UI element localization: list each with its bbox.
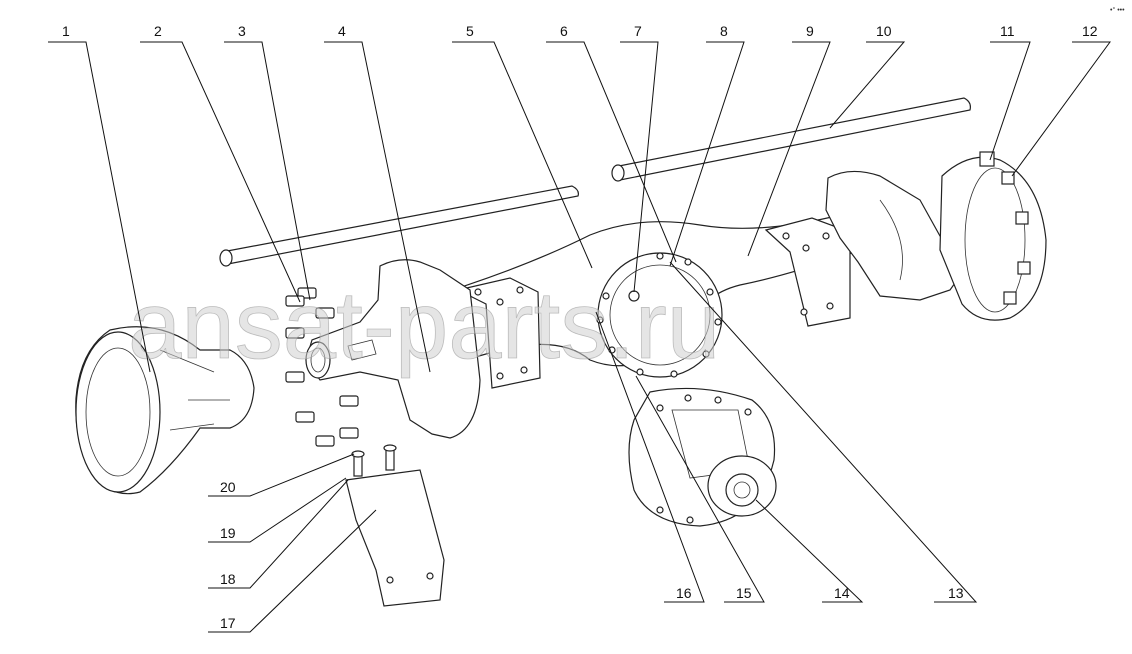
callout-9: 9 <box>806 23 814 39</box>
callout-4: 4 <box>338 23 346 39</box>
callout-18: 18 <box>220 571 236 587</box>
callout-1: 1 <box>62 23 70 39</box>
callout-labels: 1 2 3 4 5 6 7 8 9 10 11 12 20 19 18 17 1… <box>62 23 1098 631</box>
callout-11: 11 <box>1000 23 1015 39</box>
callout-19: 19 <box>220 525 236 541</box>
axle-drawing <box>75 97 1047 607</box>
callout-17: 17 <box>220 615 236 631</box>
left-brake-drum <box>75 326 255 495</box>
axle-shaft-right <box>611 97 971 182</box>
corner-mark: •° ••• <box>1110 6 1125 14</box>
axle-shaft-left <box>219 185 579 267</box>
callout-3: 3 <box>238 23 246 39</box>
callout-6: 6 <box>560 23 568 39</box>
differential-carrier <box>628 387 777 527</box>
callout-16: 16 <box>676 585 692 601</box>
callout-5: 5 <box>466 23 474 39</box>
left-knuckle <box>305 259 481 439</box>
callout-13: 13 <box>948 585 964 601</box>
watermark: ansat-parts.ru <box>128 272 720 379</box>
mounting-bracket <box>345 444 445 607</box>
callout-12: 12 <box>1082 23 1098 39</box>
callout-14: 14 <box>834 585 850 601</box>
right-knuckle <box>825 170 971 301</box>
callout-2: 2 <box>154 23 162 39</box>
bolt-set <box>285 287 359 447</box>
callout-10: 10 <box>876 23 892 39</box>
right-hub <box>939 151 1047 321</box>
spring-pad-right <box>764 217 851 327</box>
callout-7: 7 <box>634 23 642 39</box>
callout-15: 15 <box>736 585 752 601</box>
callout-20: 20 <box>220 479 236 495</box>
callout-leaders <box>48 41 1111 633</box>
spring-pad-left <box>456 277 541 389</box>
callout-8: 8 <box>720 23 728 39</box>
